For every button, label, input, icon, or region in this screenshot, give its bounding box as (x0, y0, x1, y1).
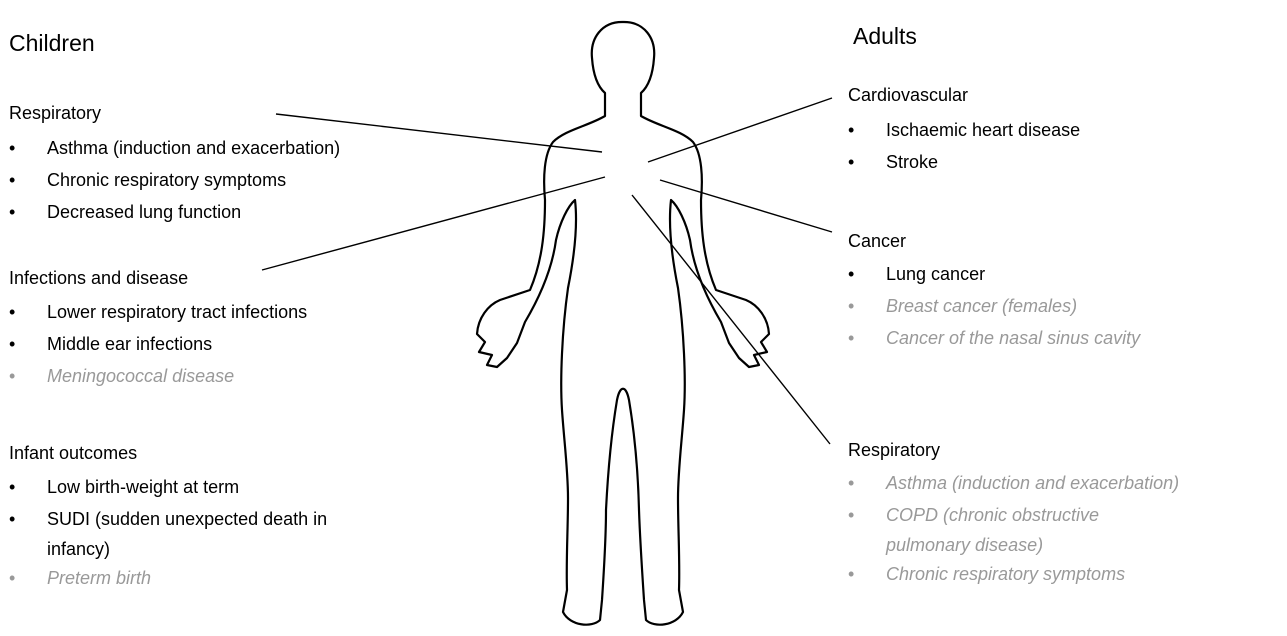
adults-group-heading: Respiratory (848, 440, 940, 461)
adults-cancer-list: Lung cancer Breast cancer (females) Canc… (848, 264, 1278, 360)
list-item: Preterm birth (9, 568, 349, 588)
list-item: Stroke (848, 152, 1268, 172)
list-item: Chronic respiratory symptoms (9, 170, 469, 190)
list-item: Breast cancer (females) (848, 296, 1278, 316)
adults-group-heading: Cardiovascular (848, 85, 968, 106)
children-infant-list: Low birth-weight at term SUDI (sudden un… (9, 477, 349, 600)
list-item: Middle ear infections (9, 334, 469, 354)
children-group-heading: Infections and disease (9, 268, 188, 289)
list-item: Chronic respiratory symptoms (848, 564, 1282, 584)
adults-title: Adults (853, 23, 917, 50)
list-item: Meningococcal disease (9, 366, 469, 386)
list-item: Low birth-weight at term (9, 477, 349, 497)
list-item: Decreased lung function (9, 202, 469, 222)
list-item: Asthma (induction and exacerbation) (9, 138, 469, 158)
adults-group-heading: Cancer (848, 231, 906, 252)
list-item: Ischaemic heart disease (848, 120, 1268, 140)
list-item: SUDI (sudden unexpected death in infancy… (9, 504, 349, 564)
connector-adults-cancer (660, 180, 832, 232)
children-respiratory-list: Asthma (induction and exacerbation) Chro… (9, 138, 469, 234)
adults-cardiovascular-list: Ischaemic heart disease Stroke (848, 120, 1268, 184)
list-item: Lower respiratory tract infections (9, 302, 469, 322)
list-item: Lung cancer (848, 264, 1278, 284)
connector-adults-respiratory (632, 195, 830, 444)
list-item: COPD (chronic obstructive pulmonary dise… (848, 500, 1126, 560)
list-item: Cancer of the nasal sinus cavity (848, 328, 1278, 348)
adults-respiratory-list: Asthma (induction and exacerbation) COPD… (848, 473, 1282, 596)
list-item: Asthma (induction and exacerbation) (848, 473, 1282, 493)
connector-adults-cardiovascular (648, 98, 832, 162)
children-title: Children (9, 30, 95, 57)
children-infections-list: Lower respiratory tract infections Middl… (9, 302, 469, 398)
children-group-heading: Infant outcomes (9, 443, 137, 464)
children-group-heading: Respiratory (9, 103, 101, 124)
